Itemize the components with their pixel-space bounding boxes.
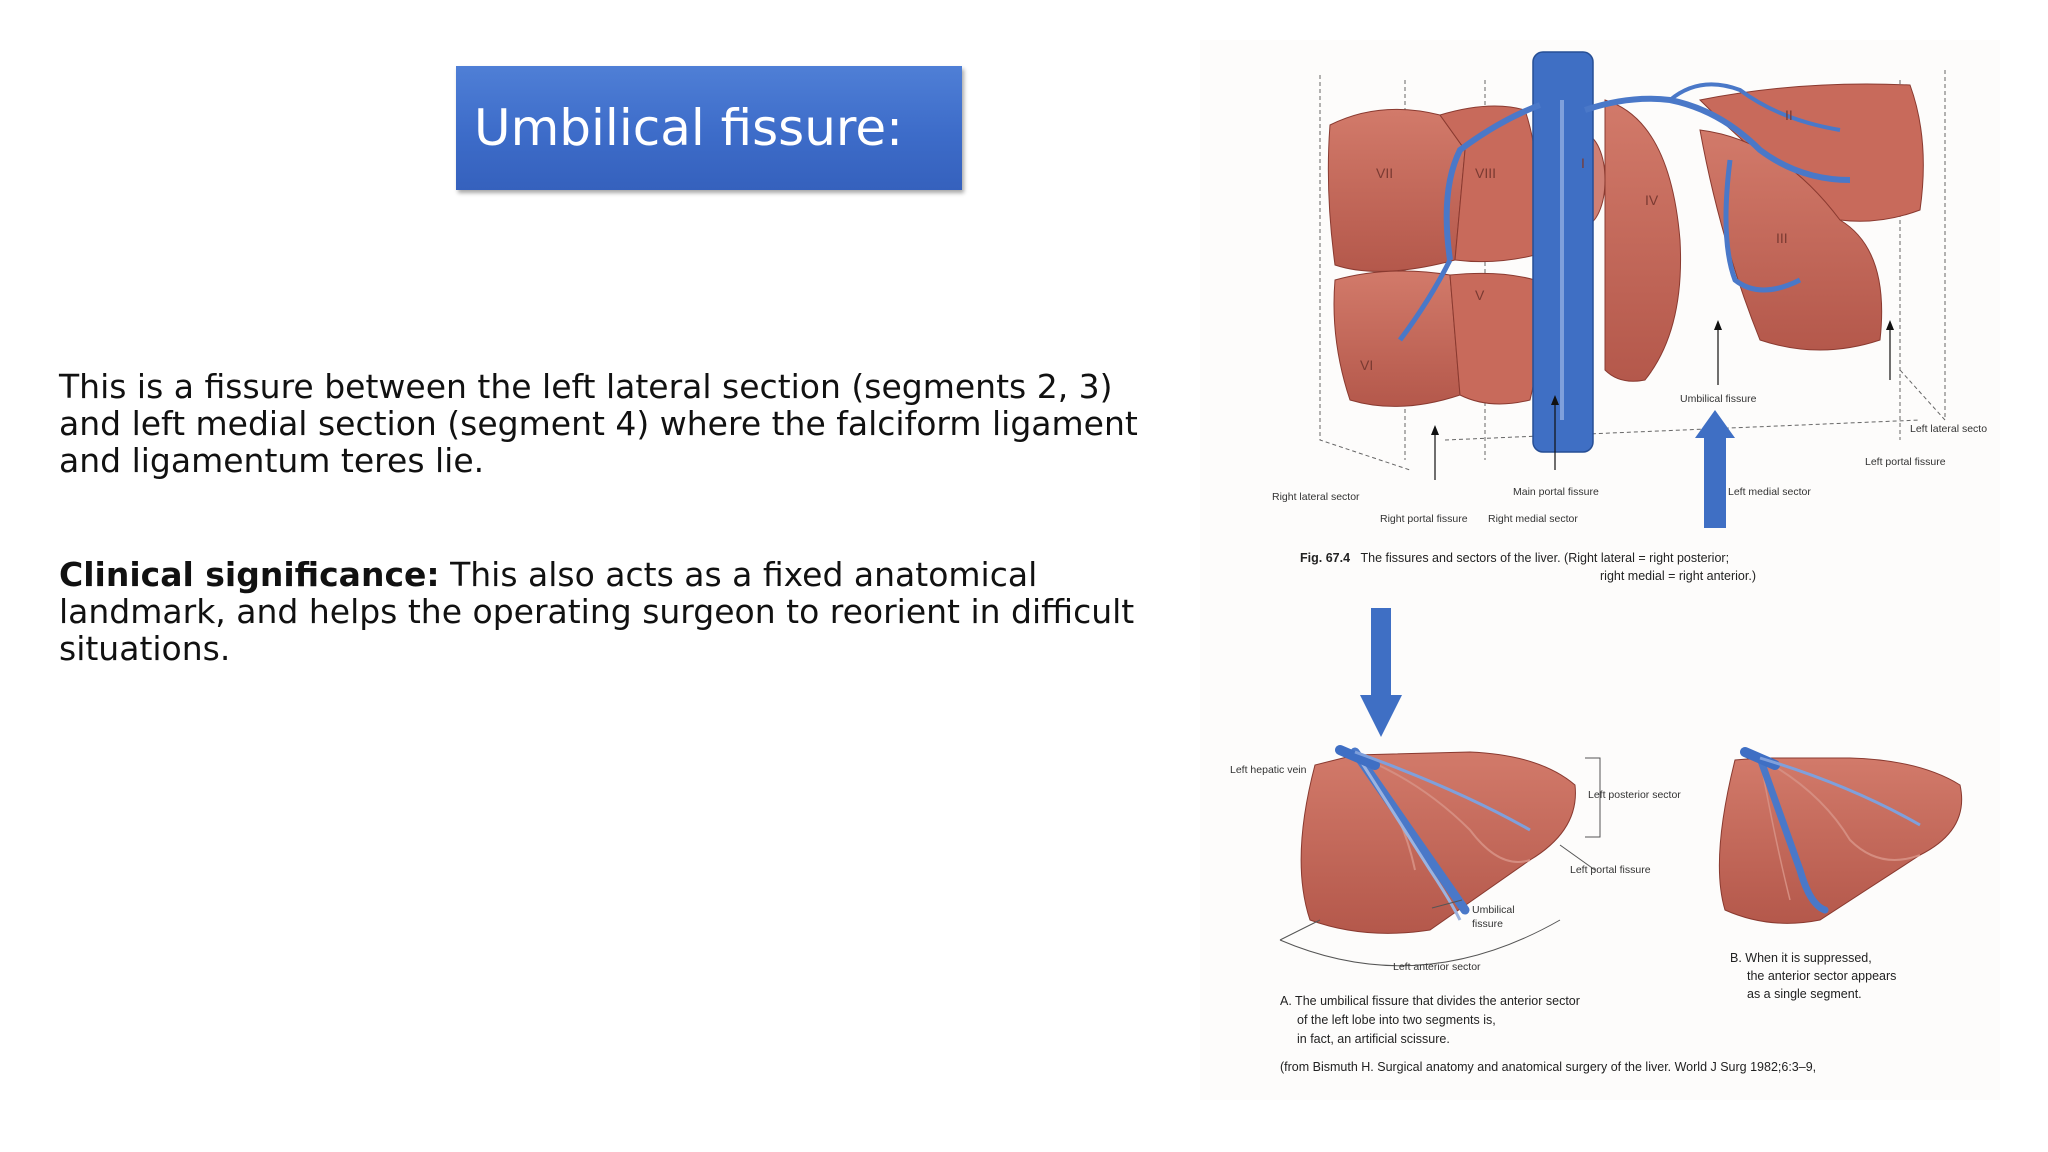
title-box: Umbilical fissure: <box>456 66 962 190</box>
segment-viii-label: VIII <box>1475 165 1496 181</box>
label-left-lateral-sector: Left lateral secto <box>1910 423 1987 435</box>
segment-i-label: I <box>1581 155 1585 171</box>
label-left-posterior-sector: Left posterior sector <box>1588 789 1681 801</box>
caption-fig-number: Fig. 67.4 <box>1300 551 1350 565</box>
description-paragraph: This is a fissure between the left later… <box>59 367 1138 480</box>
caption-line-2: right medial = right anterior.) <box>1600 569 1756 583</box>
liver-figure: VII VIII I IV II III VI V <box>1200 40 2000 1100</box>
label-main-portal-fissure: Main portal fissure <box>1513 486 1599 498</box>
label-left-portal-fissure-bottom: Left portal fissure <box>1570 864 1651 876</box>
liver-illustration: VII VIII I IV II III VI V <box>1230 51 1987 1074</box>
liver-segments-diagram: VII VIII I IV II III VI V <box>1272 51 1987 583</box>
segment-iv-label: IV <box>1645 192 1659 208</box>
caption-a-line-3: in fact, an artificial scissure. <box>1297 1032 1450 1046</box>
down-arrow <box>1360 608 1402 737</box>
left-lobe-diagram-b <box>1718 747 1963 924</box>
label-right-portal-fissure: Right portal fissure <box>1380 513 1468 525</box>
label-right-medial-sector: Right medial sector <box>1488 513 1578 525</box>
label-left-anterior-sector: Left anterior sector <box>1393 961 1481 973</box>
label-umbilical-fissure-bottom-1: Umbilical <box>1472 904 1515 916</box>
caption-b-line-3: as a single segment. <box>1747 987 1862 1001</box>
segment-vii-label: VII <box>1376 165 1393 181</box>
label-left-portal-fissure: Left portal fissure <box>1865 456 1946 468</box>
caption-b-line-2: the anterior sector appears <box>1747 969 1896 983</box>
caption-b-line-1: B. When it is suppressed, <box>1730 951 1872 965</box>
segment-iii-label: III <box>1776 230 1788 246</box>
caption-line-1: The fissures and sectors of the liver. (… <box>1360 551 1729 565</box>
label-right-lateral-sector: Right lateral sector <box>1272 491 1360 503</box>
clinical-significance-paragraph: Clinical significance: This also acts as… <box>59 556 1149 667</box>
segment-ii-label: II <box>1785 107 1793 123</box>
segment-v-label: V <box>1475 287 1485 303</box>
clinical-significance-label: Clinical significance: <box>59 555 440 594</box>
clinical-significance-text: This also acts as a fixed anatomical lan… <box>59 555 1135 668</box>
slide-title: Umbilical fissure: <box>474 99 903 157</box>
label-left-medial-sector: Left medial sector <box>1728 486 1811 498</box>
segment-vi-label: VI <box>1360 357 1373 373</box>
label-umbilical-fissure: Umbilical fissure <box>1680 393 1757 405</box>
figure-caption-top: Fig. 67.4 The fissures and sectors of th… <box>1300 549 1729 566</box>
source-citation: (from Bismuth H. Surgical anatomy and an… <box>1280 1060 1816 1074</box>
caption-a-line-1: A. The umbilical fissure that divides th… <box>1280 994 1580 1008</box>
caption-a-line-2: of the left lobe into two segments is, <box>1297 1013 1496 1027</box>
left-lobe-diagram-a: Left hepatic vein Left posterior sector … <box>1230 745 1681 973</box>
umbilical-fissure-up-arrow <box>1695 410 1735 528</box>
label-umbilical-fissure-bottom-2: fissure <box>1472 918 1503 930</box>
label-left-hepatic-vein: Left hepatic vein <box>1230 764 1307 776</box>
